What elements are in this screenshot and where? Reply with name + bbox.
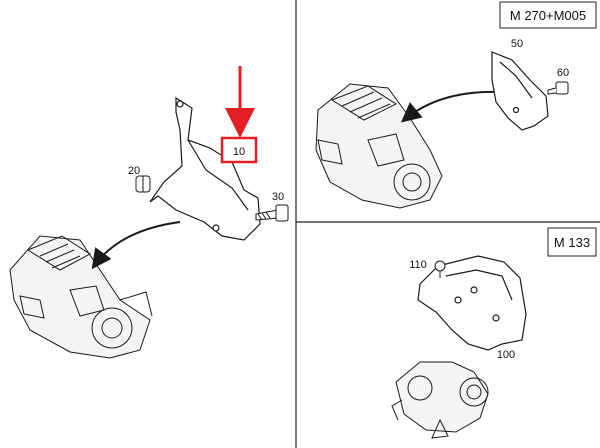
- engine-m270: [315, 83, 443, 209]
- highlight-box-10: [220, 136, 258, 164]
- callout-30: 30: [272, 191, 284, 203]
- panel-label-m133: M 133: [547, 227, 597, 257]
- part-60-bolt: [547, 81, 569, 95]
- part-50-heat-shield: [491, 51, 549, 131]
- panel-label-m270: M 270+M005: [499, 1, 597, 29]
- part-100-heat-shield: [417, 255, 527, 351]
- panel-label-m270-text: M 270+M005: [510, 8, 586, 23]
- arrow-left-engine: [91, 221, 181, 270]
- panel-dividers: [295, 0, 600, 448]
- part-10-heat-shield: [149, 96, 261, 241]
- callout-60: 60: [557, 67, 569, 79]
- callout-20: 20: [128, 165, 140, 177]
- part-20-sleeve: [135, 175, 151, 193]
- callout-100: 100: [497, 349, 515, 361]
- part-110-screw: [434, 260, 446, 278]
- callout-50: 50: [511, 38, 523, 50]
- callout-110: 110: [409, 259, 427, 271]
- panel-label-m133-text: M 133: [554, 235, 590, 250]
- arrow-m270: [400, 90, 501, 123]
- turbocharger: [391, 361, 489, 439]
- engine-left: [9, 235, 153, 359]
- part-30-bolt: [255, 204, 289, 222]
- callout-10: 10: [233, 146, 245, 158]
